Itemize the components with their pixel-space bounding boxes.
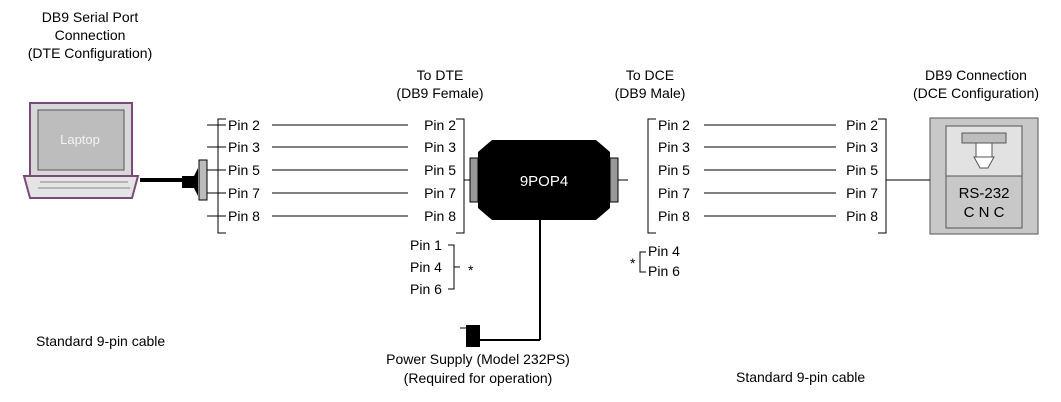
cnc-pin-label: Pin 3 bbox=[846, 139, 878, 155]
laptop-screen-label: Laptop bbox=[60, 132, 100, 147]
laptop-title-line-2: Connection bbox=[55, 27, 126, 43]
right-pin-brackets bbox=[647, 118, 887, 234]
cnc-pin-label: Pin 5 bbox=[846, 162, 878, 178]
caption-right: Standard 9-pin cable bbox=[736, 369, 865, 385]
left-jumper-marker: * bbox=[468, 262, 474, 278]
dce-pin-label: Pin 2 bbox=[658, 117, 690, 133]
left-pin-label: Pin 5 bbox=[228, 162, 260, 178]
left-jumper-pin-1: Pin 1 bbox=[410, 237, 442, 253]
cnc-body-line-1: RS-232 bbox=[959, 185, 1010, 202]
left-pin-bracket-outer bbox=[217, 118, 465, 234]
device-9pop4 bbox=[464, 140, 628, 220]
dce-pin-label: Pin 7 bbox=[658, 185, 690, 201]
dce-pin-label: Pin 3 bbox=[658, 139, 690, 155]
left-pin-label: Pin 8 bbox=[228, 208, 260, 224]
power-cable bbox=[460, 220, 541, 347]
right-jumper-pin-1: Pin 4 bbox=[648, 243, 680, 259]
dte-pin-label: Pin 7 bbox=[424, 185, 456, 201]
left-pin-label: Pin 2 bbox=[228, 117, 260, 133]
left-pin-label: Pin 3 bbox=[228, 139, 260, 155]
cnc-pin-label: Pin 2 bbox=[846, 117, 878, 133]
left-jumper-pin-3: Pin 6 bbox=[410, 281, 442, 297]
cnc-pin-label: Pin 7 bbox=[846, 185, 878, 201]
device-label: 9POP4 bbox=[520, 173, 568, 190]
dte-pin-label: Pin 3 bbox=[424, 139, 456, 155]
right-jumper-marker: * bbox=[630, 255, 636, 271]
dce-pin-label: Pin 5 bbox=[658, 162, 690, 178]
laptop-icon bbox=[22, 102, 140, 199]
power-line-2: (Required for operation) bbox=[404, 370, 553, 386]
dte-pin-label: Pin 2 bbox=[424, 117, 456, 133]
right-jumper-bracket bbox=[639, 251, 646, 273]
cnc-body-line-2: C N C bbox=[964, 204, 1005, 221]
dce-pin-label: Pin 8 bbox=[658, 208, 690, 224]
laptop-title-line-3: (DTE Configuration) bbox=[28, 45, 153, 61]
dte-pin-label: Pin 8 bbox=[424, 208, 456, 224]
dte-pin-label: Pin 5 bbox=[424, 162, 456, 178]
pin-rows: Pin 2 Pin 2 Pin 3 Pin 3 Pin 5 Pin 5 Pin 7 Pin 7… bbox=[207, 117, 878, 224]
to-dte-line-1: To DTE bbox=[417, 67, 464, 83]
cnc-title-line-2: (DCE Configuration) bbox=[913, 85, 1039, 101]
left-jumper-pin-2: Pin 4 bbox=[410, 259, 442, 275]
cnc-pin-label: Pin 8 bbox=[846, 208, 878, 224]
caption-left: Standard 9-pin cable bbox=[36, 333, 165, 349]
left-pin-label: Pin 7 bbox=[228, 185, 260, 201]
cnc-machine-icon bbox=[886, 117, 1039, 235]
laptop-title-line-1: DB9 Serial Port bbox=[42, 9, 139, 25]
laptop-cable bbox=[140, 159, 208, 201]
to-dce-line-1: To DCE bbox=[626, 67, 674, 83]
cnc-title-line-1: DB9 Connection bbox=[925, 67, 1027, 83]
to-dte-line-2: (DB9 Female) bbox=[396, 85, 483, 101]
left-jumper-bracket bbox=[448, 244, 460, 290]
right-jumper-pin-2: Pin 6 bbox=[648, 263, 680, 279]
to-dce-line-2: (DB9 Male) bbox=[615, 85, 686, 101]
power-line-1: Power Supply (Model 232PS) bbox=[386, 351, 570, 367]
